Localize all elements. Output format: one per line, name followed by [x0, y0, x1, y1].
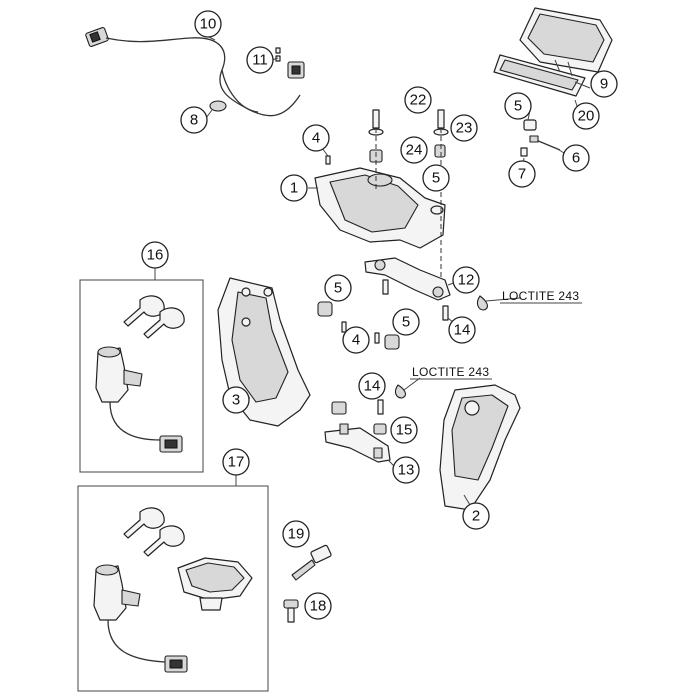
- ignition-lock-set-17: [93, 507, 253, 673]
- callout-5-mask: 5: [432, 170, 440, 187]
- callout-18: 18: [310, 598, 327, 615]
- callout-24: 24: [406, 142, 423, 159]
- callout-23: 23: [456, 120, 473, 137]
- callout-22: 22: [410, 92, 427, 109]
- callout-13: 13: [398, 462, 415, 479]
- callout-3: 3: [232, 392, 240, 409]
- callout-11: 11: [252, 52, 268, 69]
- headlight-mask: [314, 167, 446, 249]
- callout-4-upper: 4: [312, 130, 320, 147]
- callout-7: 7: [518, 166, 526, 183]
- callout-9: 9: [600, 76, 608, 93]
- callout-16: 16: [147, 247, 164, 264]
- callout-8: 8: [190, 112, 198, 129]
- callout-20: 20: [578, 108, 595, 125]
- callout-14-upper: 14: [454, 322, 471, 339]
- grommets: [317, 301, 400, 350]
- callout-4-lower: 4: [352, 332, 360, 349]
- callout-12: 12: [458, 272, 475, 289]
- ignition-kit-box-17: [77, 485, 269, 692]
- instrument-cluster: [493, 7, 613, 97]
- callout-17: 17: [228, 454, 245, 471]
- callout-14-lower: 14: [364, 378, 381, 395]
- right-side-fairing: [439, 384, 521, 511]
- callout-5-left: 5: [334, 280, 342, 297]
- callout-5-right: 5: [402, 314, 410, 331]
- callout-15: 15: [396, 422, 413, 439]
- callout-1: 1: [290, 180, 298, 197]
- ignition-kit-box-16: [79, 279, 204, 473]
- mounting-bracket-upper: [364, 257, 451, 321]
- callout-6: 6: [572, 150, 580, 167]
- callout-10: 10: [200, 16, 217, 33]
- callouts: 1 2 3 4 4 5 5 5 5 6 7 8 9 10 11 12 13: [141, 10, 618, 620]
- callout-19: 19: [288, 526, 305, 543]
- callout-2: 2: [472, 508, 480, 525]
- small-parts-18-19: [283, 544, 332, 623]
- loctite-note-upper: LOCTITE 243: [502, 289, 579, 303]
- instrument-fasteners: [520, 119, 561, 157]
- callout-5-instrument: 5: [514, 98, 522, 115]
- mounting-bracket-lower: [324, 399, 391, 463]
- wiring-harness: [85, 27, 305, 117]
- loctite-note-lower: LOCTITE 243: [412, 365, 489, 379]
- ignition-lock-set-16: [95, 295, 185, 453]
